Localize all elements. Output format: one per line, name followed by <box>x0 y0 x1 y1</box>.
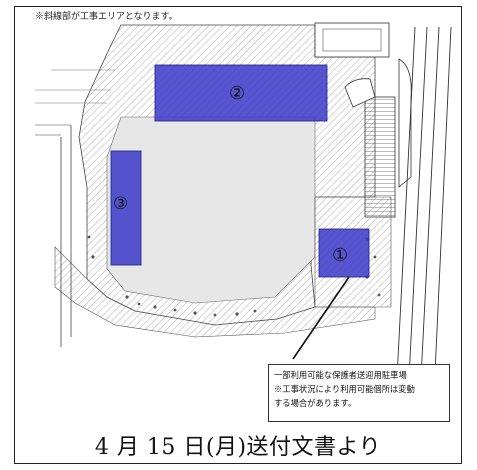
callout-line-2: ※工事状況により利用可能個所は変動 <box>274 384 415 394</box>
site-plan-map: ② ③ ① <box>35 22 452 418</box>
figure-frame: ② ③ ① ※斜線部が工事エリアとなります。 一部利用可能な保護者送迎用駐車場 … <box>14 6 462 464</box>
callout-leader-line <box>292 276 350 360</box>
road-line <box>432 26 452 418</box>
zone-3-label: ③ <box>113 194 128 214</box>
work-area-note: ※斜線部が工事エリアとなります。 <box>35 12 178 22</box>
zone-2-area <box>154 64 328 122</box>
callout-line-3: する場合があります。 <box>274 398 357 408</box>
curved-building <box>398 58 412 188</box>
figure-caption: 4 月 15 日(月)送付文書より <box>94 435 382 460</box>
shrubbery <box>87 235 381 317</box>
parking-callout-box: 一部利用可能な保護者送迎用駐車場 ※工事状況により利用可能個所は変動 する場合が… <box>268 364 450 422</box>
zone-1-area <box>318 228 370 278</box>
curved-ramp <box>344 78 376 108</box>
zone-3-area <box>110 150 142 266</box>
road-line <box>394 26 416 418</box>
road-line <box>418 26 440 418</box>
callout-line-1: 一部利用可能な保護者送迎用駐車場 <box>274 370 407 380</box>
building-inner <box>322 28 382 52</box>
site-interior <box>106 116 316 304</box>
road-line <box>406 26 428 418</box>
zone-1-label: ① <box>332 245 348 266</box>
zone-2-label: ② <box>229 83 245 104</box>
